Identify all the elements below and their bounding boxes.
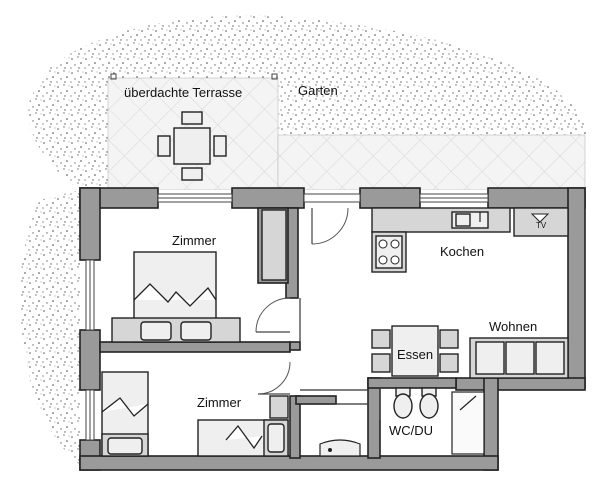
tv-cabinet [513, 207, 569, 237]
windows [85, 193, 489, 441]
terrace-post-right [271, 73, 278, 80]
label-dining: Essen [397, 347, 434, 362]
label-tv: TV [536, 221, 547, 230]
bidet [419, 387, 439, 419]
hall-washbasin [319, 439, 361, 457]
shower [451, 391, 485, 455]
terrace-table-set [157, 111, 227, 181]
terrace-post-left [110, 73, 117, 80]
stove [375, 235, 403, 269]
toilet [393, 387, 413, 419]
dining-table-set [371, 325, 459, 377]
single-bed-right [197, 419, 289, 457]
label-living: Wohnen [489, 319, 538, 334]
label-kitchen: Kochen [440, 244, 485, 259]
wardrobe-bottom [269, 395, 289, 419]
doors [255, 207, 381, 420]
label-room-top: Zimmer [172, 233, 217, 248]
terrace-extension [277, 134, 586, 191]
wardrobe-top [261, 209, 287, 281]
sofa [469, 337, 569, 379]
double-bed-top [111, 251, 241, 343]
label-room-bottom: Zimmer [197, 395, 242, 410]
label-garden: Garten [298, 83, 338, 98]
label-bathroom: WC/DU [389, 423, 434, 438]
single-bed-left [101, 371, 149, 457]
label-terrace: überdachte Terrasse [124, 85, 243, 100]
